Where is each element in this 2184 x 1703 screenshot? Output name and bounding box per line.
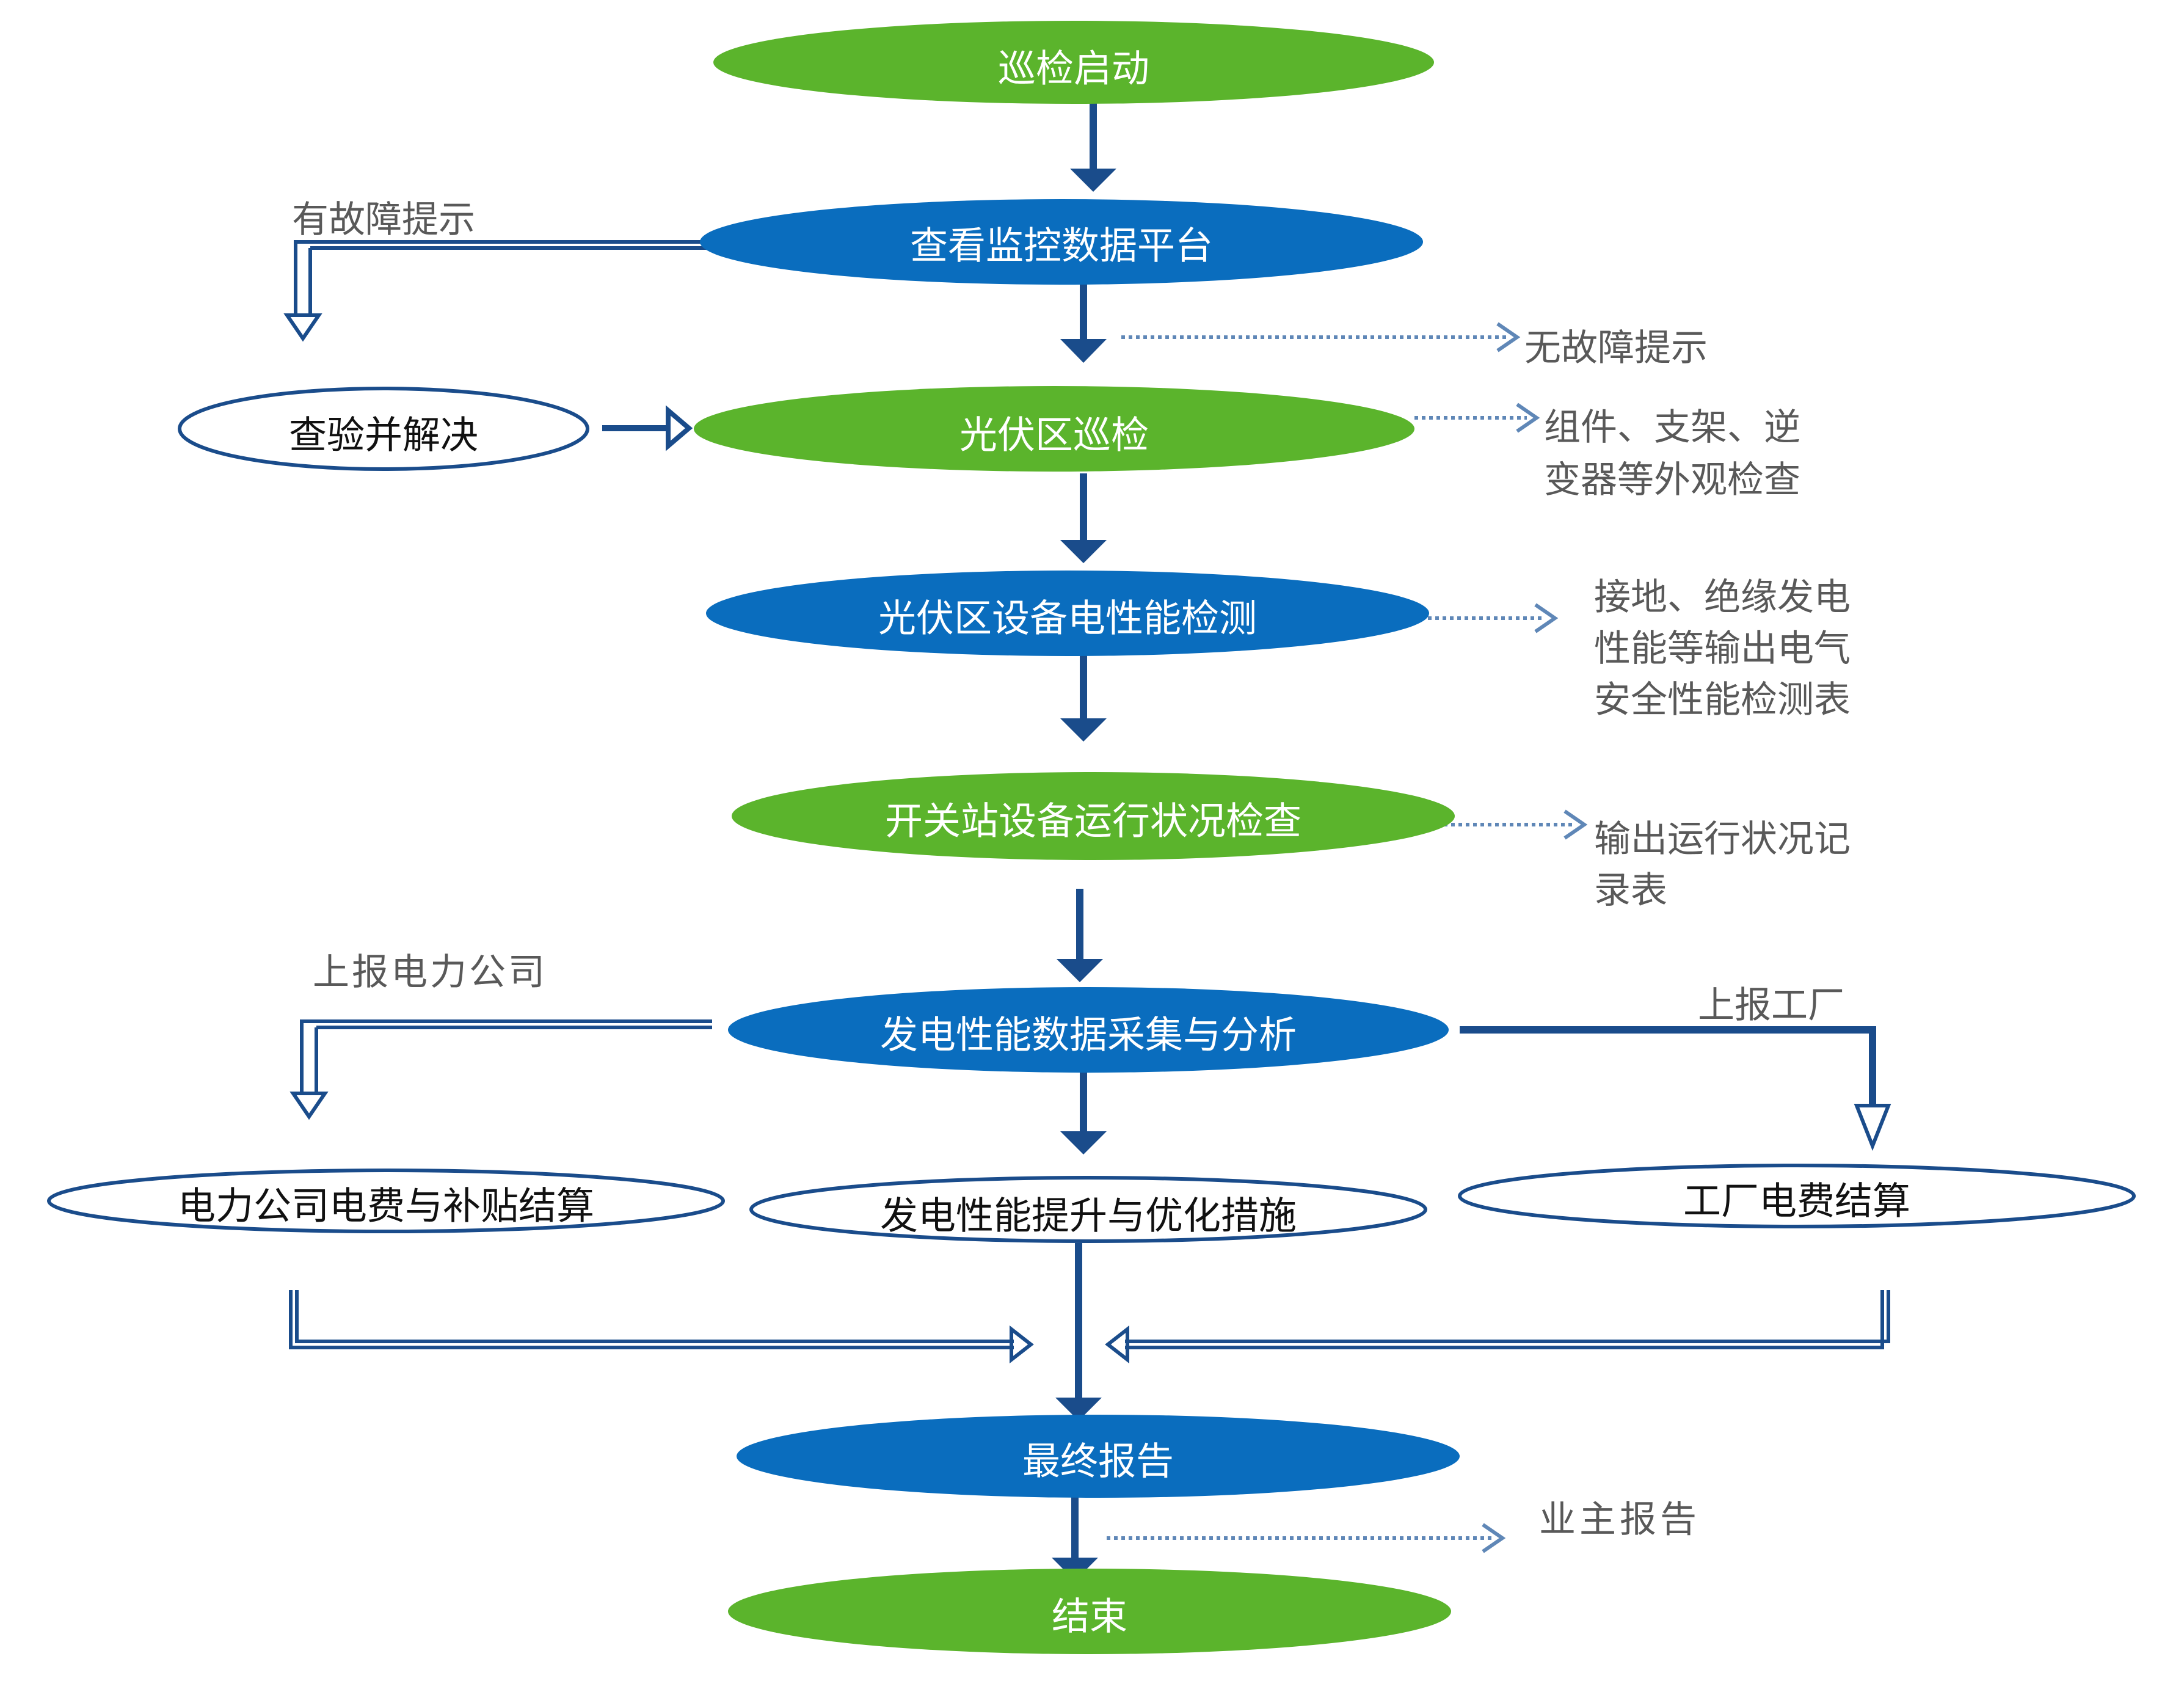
label-appearance-check-line1: 组件、支架、逆 <box>1544 406 1800 449</box>
note-arrows <box>1107 335 1576 1540</box>
label-status-record-line1: 输出运行状况记 <box>1594 818 1851 861</box>
node-power-company-settlement: 电力公司电费与补贴结算 <box>47 1169 725 1233</box>
label-appearance-check-line2: 变器等外观检查 <box>1544 459 1800 501</box>
node-end: 结束 <box>728 1569 1451 1654</box>
node-final-report: 最终报告 <box>737 1415 1460 1498</box>
factory-branch-arrow <box>1460 1026 1891 1151</box>
label-electrical-table-line3: 安全性能检测表 <box>1594 679 1851 721</box>
label-electrical-table-line1: 接地、绝缘发电 <box>1594 576 1851 619</box>
node-pv-electrical: 光伏区设备电性能检测 <box>706 571 1429 656</box>
label-fault-hint: 有故障提示 <box>292 199 475 241</box>
node-monitor: 查看监控数据平台 <box>700 199 1423 285</box>
label-owner-report: 业主报告 <box>1539 1498 1700 1541</box>
label-electrical-table-line2: 性能等输出电气 <box>1594 627 1851 670</box>
main-flow-arrows <box>1052 103 1116 1581</box>
node-factory-settlement-label: 工厂电费结算 <box>1683 1179 1910 1223</box>
node-verify: 查验并解决 <box>178 387 589 471</box>
node-generation-analysis-label: 发电性能数据采集与分析 <box>880 1013 1297 1057</box>
branch-arrows <box>283 240 1890 1364</box>
node-generation-analysis: 发电性能数据采集与分析 <box>728 987 1449 1073</box>
label-report-factory: 上报工厂 <box>1698 984 1844 1027</box>
node-verify-label: 查验并解决 <box>289 413 478 458</box>
node-pv-inspection-label: 光伏区巡检 <box>959 413 1149 458</box>
label-report-power-company: 上报电力公司 <box>313 951 547 994</box>
node-end-label: 结束 <box>1052 1594 1127 1639</box>
side-labels: 有故障提示 无故障提示 组件、支架、逆 变器等外观检查 接地、绝缘发电 性能等输… <box>292 199 1851 1541</box>
note-arrowheads <box>1482 322 1588 1553</box>
node-factory-settlement: 工厂电费结算 <box>1458 1164 2136 1228</box>
verify-to-pv-arrow <box>602 405 693 451</box>
node-start: 巡检启动 <box>713 21 1434 104</box>
node-final-report-label: 最终报告 <box>1022 1439 1174 1484</box>
node-power-company-settlement-label: 电力公司电费与补贴结算 <box>178 1184 594 1228</box>
node-start-label: 巡检启动 <box>998 46 1149 91</box>
label-status-record-line2: 录表 <box>1594 869 1667 912</box>
node-pv-inspection: 光伏区巡检 <box>694 386 1414 472</box>
node-optimization-label: 发电性能提升与优化措施 <box>880 1194 1297 1238</box>
node-monitor-label: 查看监控数据平台 <box>910 224 1213 268</box>
node-pv-electrical-label: 光伏区设备电性能检测 <box>878 596 1257 641</box>
label-no-fault-hint: 无故障提示 <box>1524 327 1708 370</box>
node-optimization: 发电性能提升与优化措施 <box>749 1176 1427 1243</box>
node-switch-station-label: 开关站设备运行状况检查 <box>885 799 1301 844</box>
node-switch-station: 开关站设备运行状况检查 <box>732 772 1455 860</box>
